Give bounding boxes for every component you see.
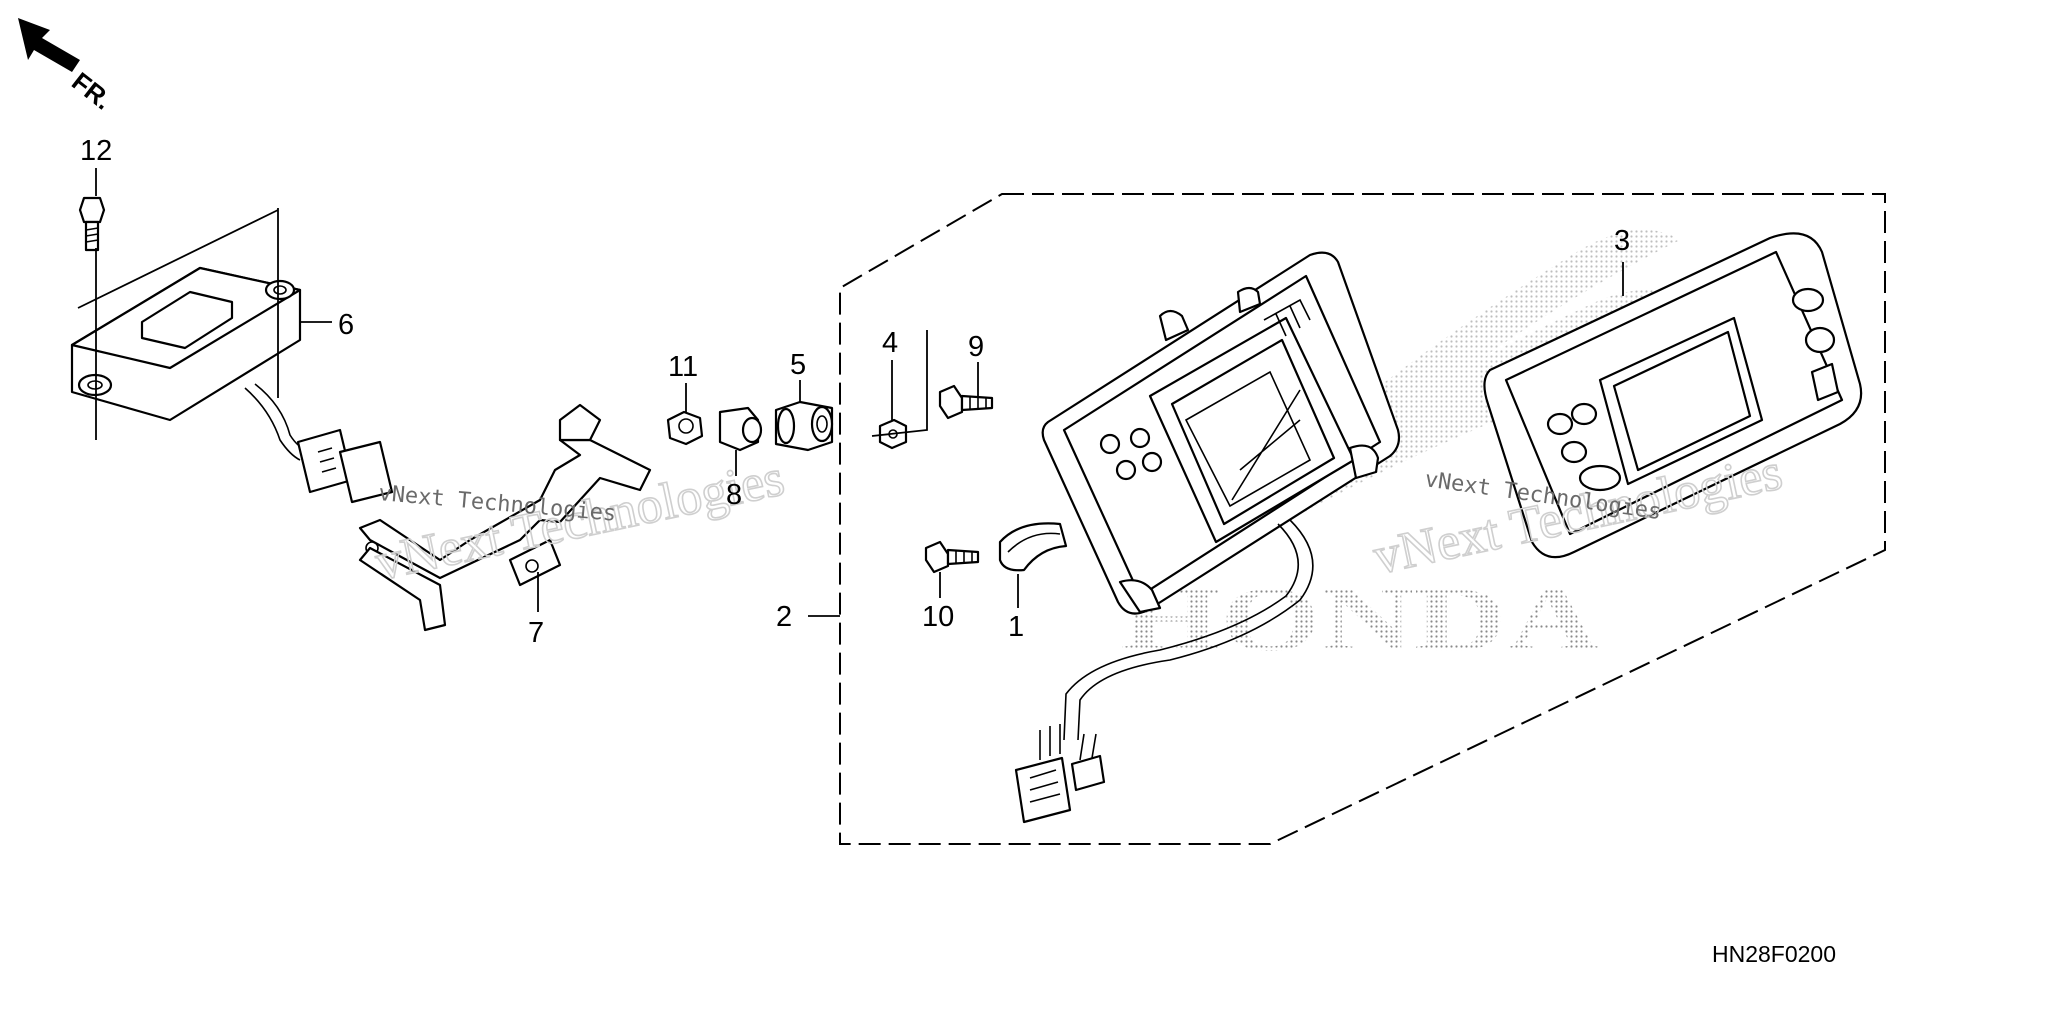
callout-6: 6 bbox=[338, 309, 354, 341]
callout-12: 12 bbox=[80, 135, 112, 167]
callout-4: 4 bbox=[882, 327, 898, 359]
part-1-wire-band bbox=[998, 522, 1068, 572]
callout-7: 7 bbox=[528, 617, 544, 649]
callout-8: 8 bbox=[726, 479, 742, 511]
meter-case bbox=[1014, 251, 1401, 824]
front-direction-label: FR. bbox=[66, 66, 117, 115]
drawing-code: HN28F0200 bbox=[1712, 941, 1836, 967]
part-5-grommet bbox=[774, 400, 834, 452]
part-7-bracket bbox=[358, 403, 652, 632]
part-9-screw bbox=[938, 384, 994, 420]
front-direction-arrow bbox=[18, 18, 80, 72]
callout-11: 11 bbox=[668, 351, 698, 383]
bracket-4 bbox=[871, 330, 928, 437]
callout-5: 5 bbox=[790, 349, 806, 381]
callout-2: 2 bbox=[776, 601, 792, 633]
callout-9: 9 bbox=[968, 331, 984, 363]
honda-brand-mark: HONDA bbox=[1120, 568, 1600, 670]
part-11-nut bbox=[666, 410, 704, 446]
callout-1: 1 bbox=[1008, 611, 1024, 643]
part-3-meter-cover bbox=[1483, 232, 1863, 559]
module-top-line bbox=[77, 209, 279, 309]
part-6-control-module bbox=[70, 266, 394, 504]
assembly-2-outline bbox=[839, 193, 1886, 845]
callout-10: 10 bbox=[922, 601, 954, 633]
part-10-screw bbox=[924, 540, 980, 574]
callout-3: 3 bbox=[1614, 225, 1630, 257]
part-12-flange-bolt bbox=[78, 196, 106, 252]
part-8-collar bbox=[718, 406, 763, 452]
